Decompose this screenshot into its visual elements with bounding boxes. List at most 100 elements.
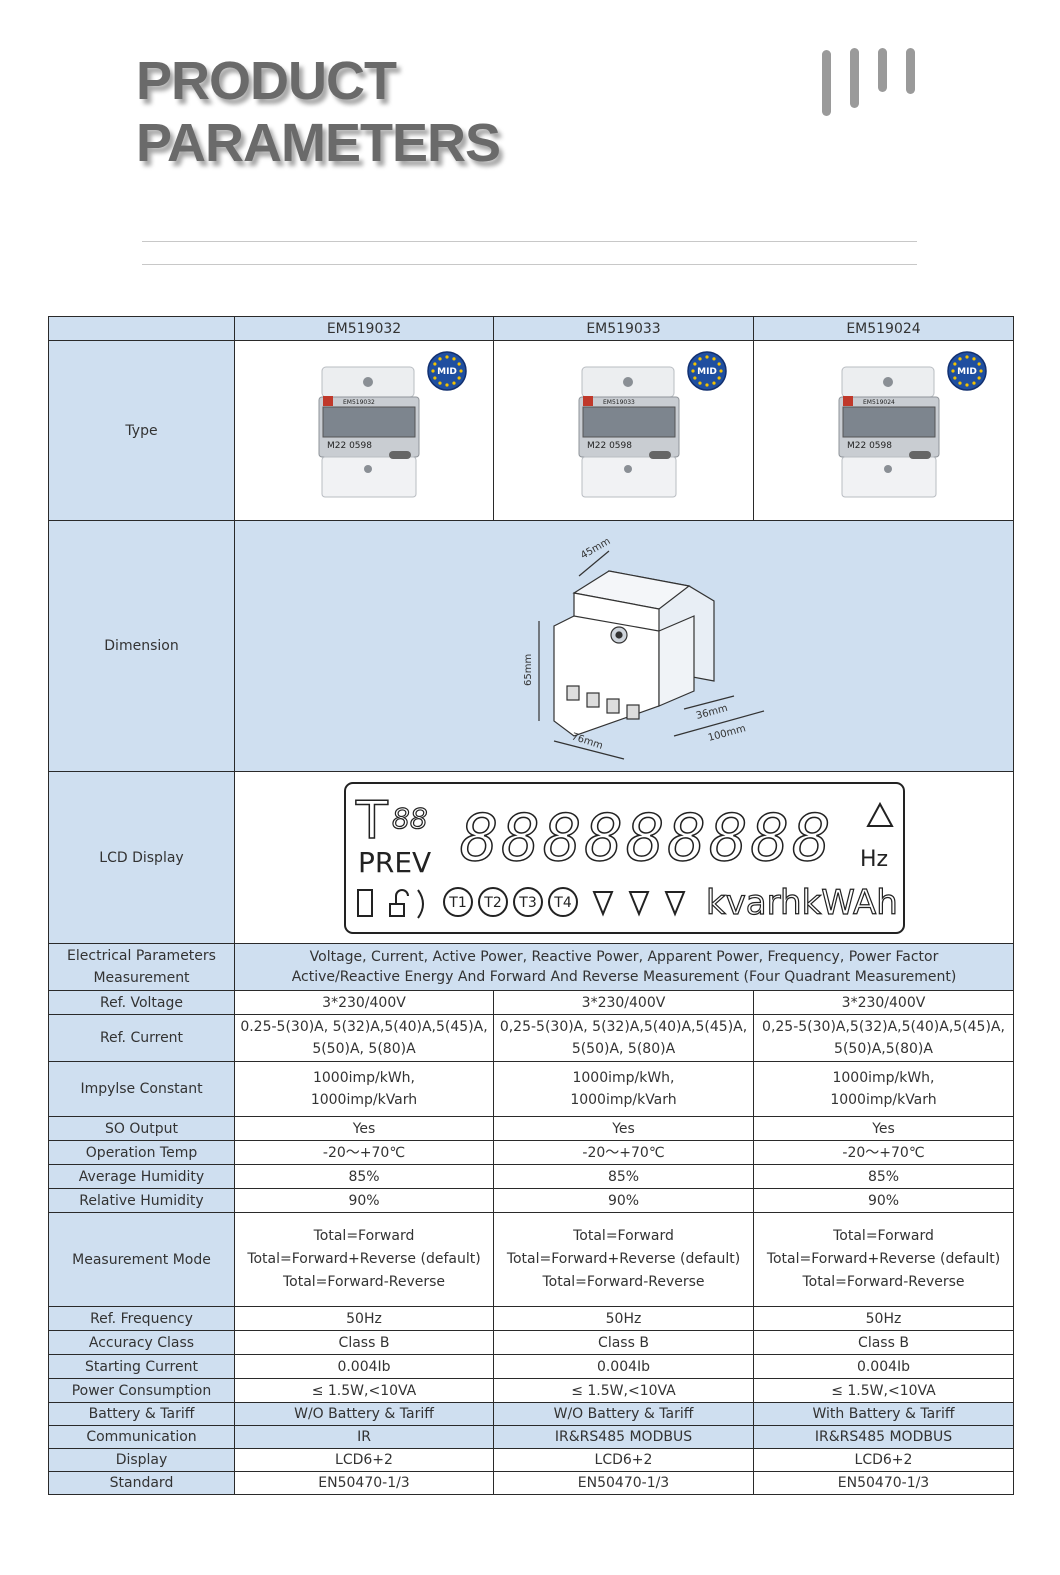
spec-value: Yes (493, 1116, 754, 1141)
spec-value: 0.004Ib (493, 1354, 754, 1379)
mid-badge-icon: MID (946, 351, 987, 391)
divider (142, 241, 917, 242)
row-label: Impylse Constant (48, 1061, 235, 1117)
row-label: Relative Humidity (48, 1188, 235, 1213)
spec-row: Impylse Constant 1000imp/kWh, 1000imp/kV… (48, 1061, 1014, 1117)
spec-value: Total=Forward Total=Forward+Reverse (def… (753, 1212, 1014, 1307)
spec-value: 0,25-5(30)A, 5(32)A,5(40)A,5(45)A, 5(50)… (493, 1014, 754, 1062)
spec-value: Class B (753, 1330, 1014, 1355)
spec-value: 85% (493, 1164, 754, 1189)
spec-row: Measurement Mode Total=Forward Total=For… (48, 1212, 1014, 1307)
model-name: EM519024 (753, 316, 1014, 341)
row-label: Average Humidity (48, 1164, 235, 1189)
spec-value: 3*230/400V (753, 990, 1014, 1015)
lcd-drawing-cell: T 88 888888888 PREV Hz T1 T2 T3 (234, 771, 1014, 944)
unlock-icon (388, 888, 409, 917)
mid-badge-label: MID (957, 367, 977, 377)
spec-value: IR&RS485 MODBUS (493, 1425, 754, 1449)
spec-value: Voltage, Current, Active Power, Reactive… (234, 943, 1014, 991)
spec-value: EN50470-1/3 (753, 1471, 1014, 1495)
spec-row: Electrical Parameters Measurement Voltag… (48, 943, 1014, 991)
title-line-1: PRODUCT (136, 51, 397, 111)
spec-row: Communication IR IR&RS485 MODBUS IR&RS48… (48, 1425, 1014, 1449)
row-label: Dimension (48, 520, 235, 772)
mid-badge-label: MID (697, 367, 717, 377)
spec-value: ≤ 1.5W,<10VA (234, 1378, 494, 1403)
spec-row: Ref. Frequency 50Hz 50Hz 50Hz (48, 1306, 1014, 1331)
lcd-prev: PREV (358, 846, 431, 879)
tariff-t4: T4 (553, 895, 572, 911)
spec-value: LCD6+2 (493, 1448, 754, 1472)
spec-row: Battery & Tariff W/O Battery & Tariff W/… (48, 1402, 1014, 1426)
dim-rail: 36mm (695, 703, 729, 722)
svg-text:T: T (355, 791, 388, 851)
spec-value: ≤ 1.5W,<10VA (753, 1378, 1014, 1403)
tariff-t3: T3 (518, 895, 536, 911)
spec-value: 0.25-5(30)A, 5(32)A,5(40)A,5(45)A, 5(50)… (234, 1014, 494, 1062)
spec-value: 0,25-5(30)A,5(32)A,5(40)A,5(45)A, 5(50)A… (753, 1014, 1014, 1062)
dimension-row: Dimension (48, 520, 1014, 772)
spec-value: 0.004Ib (234, 1354, 494, 1379)
row-label: Operation Temp (48, 1140, 235, 1165)
spec-value: 0.004Ib (753, 1354, 1014, 1379)
spec-row: Relative Humidity 90% 90% 90% (48, 1188, 1014, 1213)
spec-value: W/O Battery & Tariff (493, 1402, 754, 1426)
spec-value: -20～+70℃ (493, 1140, 754, 1165)
model-name: EM519032 (234, 316, 494, 341)
spec-row: Ref. Current 0.25-5(30)A, 5(32)A,5(40)A,… (48, 1014, 1014, 1062)
row-label: Starting Current (48, 1354, 235, 1379)
row-label: Electrical Parameters Measurement (48, 943, 235, 991)
spec-value: 90% (753, 1188, 1014, 1213)
row-label: SO Output (48, 1116, 235, 1141)
spec-row: Starting Current 0.004Ib 0.004Ib 0.004Ib (48, 1354, 1014, 1379)
page-title: PRODUCT PARAMETERS (136, 50, 501, 174)
corner-cell (48, 316, 235, 341)
row-label: Communication (48, 1425, 235, 1449)
battery-icon (356, 888, 373, 917)
dim-length: 100mm (707, 723, 747, 744)
spec-value: 1000imp/kWh, 1000imp/kVarh (493, 1061, 754, 1117)
title-line-2: PARAMETERS (136, 113, 501, 173)
row-label: Ref. Voltage (48, 990, 235, 1015)
spec-row: Accuracy Class Class B Class B Class B (48, 1330, 1014, 1355)
spec-value: Total=Forward Total=Forward+Reverse (def… (493, 1212, 754, 1307)
spec-value: Total=Forward Total=Forward+Reverse (def… (234, 1212, 494, 1307)
lcd-hz: Hz (860, 847, 888, 872)
spec-value: W/O Battery & Tariff (234, 1402, 494, 1426)
row-label: Accuracy Class (48, 1330, 235, 1355)
meter-model-code: EM519032 (343, 399, 375, 406)
spec-value: IR&RS485 MODBUS (753, 1425, 1014, 1449)
spec-value: 1000imp/kWh, 1000imp/kVarh (753, 1061, 1014, 1117)
spec-table: EM519032 EM519033 EM519024 Type EM519032… (48, 316, 1014, 1495)
warning-icon (865, 801, 894, 827)
dimension-drawing-cell: 45mm 65mm 76mm 36mm 100mm (234, 520, 1014, 772)
spec-row: Display LCD6+2 LCD6+2 LCD6+2 (48, 1448, 1014, 1472)
spec-value: 50Hz (493, 1306, 754, 1331)
spec-row: SO Output Yes Yes Yes (48, 1116, 1014, 1141)
spec-value: 50Hz (753, 1306, 1014, 1331)
lcd-units: kvarhkWAh (706, 883, 898, 923)
row-label: Display (48, 1448, 235, 1472)
model-name: EM519033 (493, 316, 754, 341)
spec-value: With Battery & Tariff (753, 1402, 1014, 1426)
spec-value: -20～+70℃ (753, 1140, 1014, 1165)
spec-row: Ref. Voltage 3*230/400V 3*230/400V 3*230… (48, 990, 1014, 1015)
spec-value: IR (234, 1425, 494, 1449)
spec-value: EN50470-1/3 (234, 1471, 494, 1495)
electrical-line-1: Voltage, Current, Active Power, Reactive… (309, 949, 939, 965)
spec-value: 3*230/400V (234, 990, 494, 1015)
spec-value: 85% (753, 1164, 1014, 1189)
row-label: Ref. Frequency (48, 1306, 235, 1331)
spec-value: Class B (493, 1330, 754, 1355)
meter-reading: M22 0598 (847, 441, 892, 451)
dim-width: 76mm (570, 731, 604, 751)
mid-badge-icon: MID (427, 351, 467, 391)
lcd-row: LCD Display T 88 888888888 PREV Hz T1 (48, 771, 1014, 944)
svg-text:88: 88 (392, 802, 428, 835)
meter-reading: M22 0598 (587, 441, 632, 451)
